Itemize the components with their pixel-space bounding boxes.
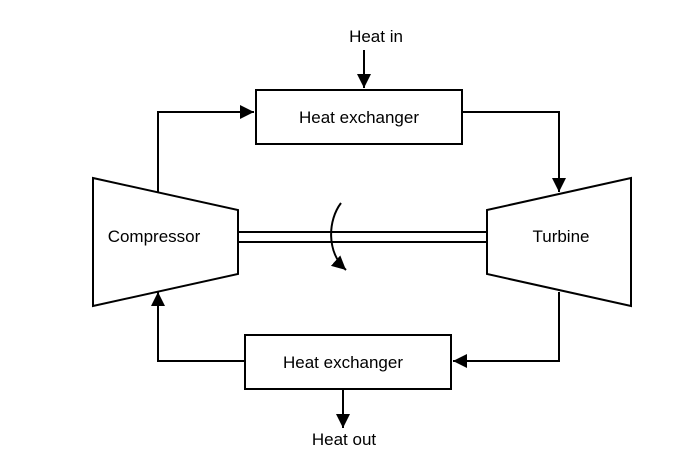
heat-out-label: Heat out <box>312 430 377 449</box>
turbine-shape <box>486 176 632 308</box>
exchanger-to-turbine-flow <box>462 111 566 192</box>
exchanger-to-compressor-flow <box>151 292 245 362</box>
compressor-label: Compressor <box>108 227 201 246</box>
bottom-heat-exchanger-label: Heat exchanger <box>283 353 403 372</box>
heat-in-label: Heat in <box>349 27 403 46</box>
top-heat-exchanger-box <box>255 89 463 145</box>
compressor-shape <box>92 176 239 308</box>
compressor-to-exchanger-flow <box>157 105 254 192</box>
turbine-to-exchanger-flow <box>453 292 560 368</box>
rotation-arrow-icon <box>330 202 347 271</box>
bottom-heat-exchanger-box <box>244 334 452 390</box>
top-heat-exchanger-label: Heat exchanger <box>299 108 419 127</box>
turbine-label: Turbine <box>532 227 589 246</box>
